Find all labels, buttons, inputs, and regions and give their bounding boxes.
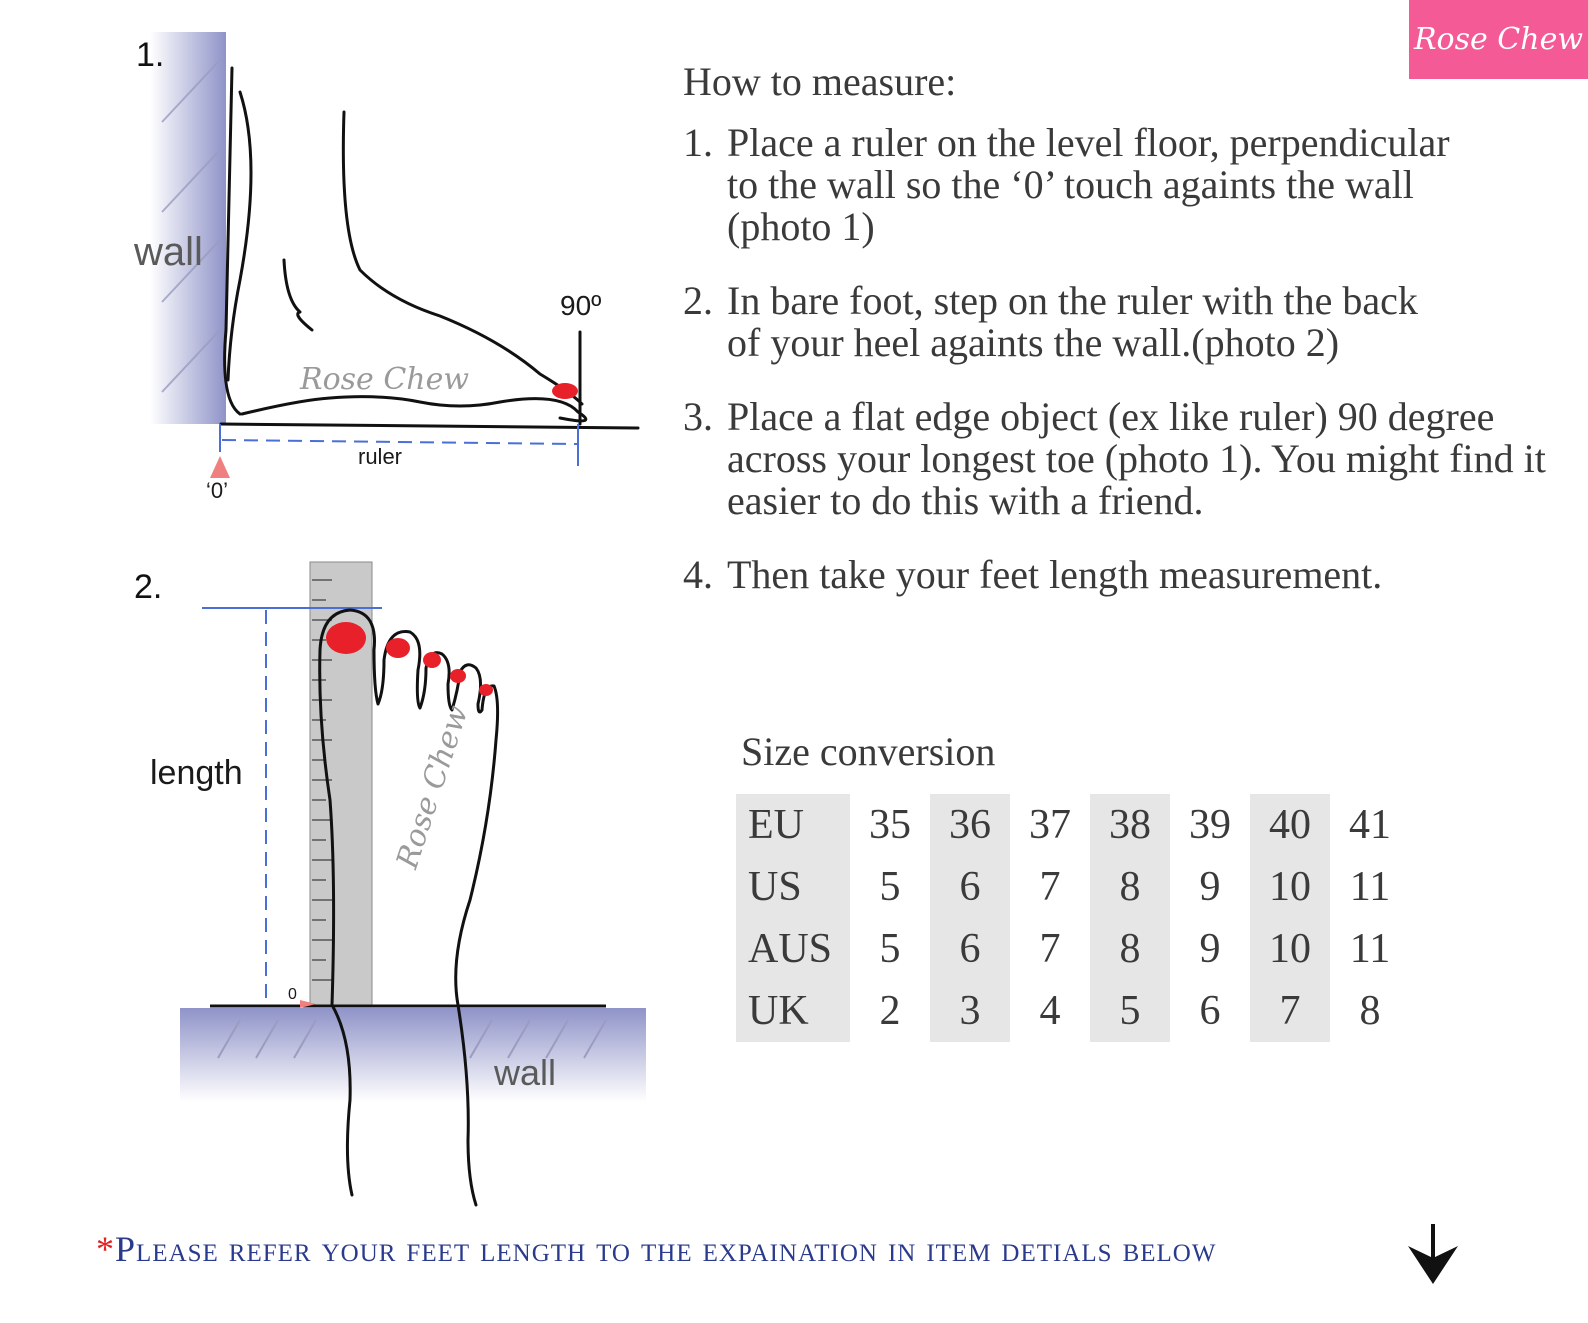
second-toenail <box>386 638 410 658</box>
size-cell: 5 <box>879 926 901 972</box>
figure1-number: 1. <box>136 36 165 74</box>
step-text: Place a flat edge object (ex like ruler)… <box>727 394 1546 523</box>
figure1-ruler-guide <box>219 424 579 466</box>
size-cell: 6 <box>1199 988 1221 1034</box>
size-cell: 11 <box>1349 926 1391 972</box>
howto-step: 3. Place a flat edge object (ex like rul… <box>683 396 1573 522</box>
howto-steps: 1. Place a ruler on the level floor, per… <box>683 122 1573 628</box>
size-cell: 8 <box>1090 918 1170 980</box>
size-cell: 5 <box>879 864 901 910</box>
size-cell: 40 <box>1250 794 1330 856</box>
footer-note-text: Please refer your feet length to the exp… <box>115 1229 1217 1269</box>
row-label: AUS <box>736 918 850 980</box>
size-cell: 41 <box>1349 802 1391 848</box>
big-toenail <box>326 622 366 654</box>
size-cell: 7 <box>1039 926 1061 972</box>
size-cell: 6 <box>930 856 1010 918</box>
figure2-length-label: length <box>150 754 243 792</box>
figure2-wall-label: wall <box>494 1052 557 1093</box>
step-text: Place a ruler on the level floor, perpen… <box>727 120 1450 249</box>
size-cell: 4 <box>1039 988 1061 1034</box>
size-cell: 10 <box>1250 856 1330 918</box>
table-row: UK 2 3 4 5 6 7 8 <box>736 980 1410 1042</box>
figure2-toenails <box>326 622 493 696</box>
howto-step: 1. Place a ruler on the level floor, per… <box>683 122 1573 248</box>
size-cell: 36 <box>930 794 1010 856</box>
table-row: AUS 5 6 7 8 9 10 11 <box>736 918 1410 980</box>
size-cell: 3 <box>930 980 1010 1042</box>
size-cell: 8 <box>1359 988 1381 1034</box>
size-conversion-table: EU 35 36 37 38 39 40 41 US 5 6 7 8 9 10 … <box>736 794 1410 1042</box>
figure2-zero-label: 0 <box>288 986 297 1003</box>
step-number: 2. <box>683 278 713 323</box>
howto-step: 2. In bare foot, step on the ruler with … <box>683 280 1573 364</box>
size-cell: 35 <box>869 802 911 848</box>
table-row: US 5 6 7 8 9 10 11 <box>736 856 1410 918</box>
size-cell: 6 <box>930 918 1010 980</box>
figure1-zero-label: ‘0’ <box>206 478 229 503</box>
size-cell: 9 <box>1199 926 1221 972</box>
arrow-down-icon <box>1408 1224 1458 1284</box>
size-cell: 2 <box>879 988 901 1034</box>
asterisk: * <box>96 1229 115 1269</box>
figure1-toenail <box>552 383 578 399</box>
brand-name: Rose Chew <box>1413 22 1584 57</box>
size-cell: 10 <box>1250 918 1330 980</box>
figure2-number: 2. <box>134 568 163 606</box>
step-number: 3. <box>683 394 713 439</box>
size-cell: 7 <box>1039 864 1061 910</box>
row-label: EU <box>736 794 850 856</box>
size-cell: 7 <box>1250 980 1330 1042</box>
howto-step: 4. Then take your feet length measuremen… <box>683 554 1573 596</box>
figure1-wall <box>150 32 226 424</box>
step-number: 4. <box>683 552 713 597</box>
step-text: Then take your feet length measurement. <box>727 552 1383 597</box>
zero-marker-icon <box>210 456 230 478</box>
size-conversion-title: Size conversion <box>741 729 996 774</box>
row-label: UK <box>736 980 850 1042</box>
figure2-wall <box>180 1004 646 1102</box>
size-cell: 8 <box>1090 856 1170 918</box>
size-cell: 37 <box>1029 802 1071 848</box>
figure1-angle-label: 90º <box>560 290 602 321</box>
measuring-illustrations: 1. wall 90º Rose Chew ruler ‘0’ 2. lengt… <box>0 0 680 1240</box>
third-toenail <box>423 652 441 668</box>
step-number: 1. <box>683 120 713 165</box>
little-toenail <box>479 684 493 696</box>
brand-logo: Rose Chew <box>1409 0 1588 79</box>
table-row: EU 35 36 37 38 39 40 41 <box>736 794 1410 856</box>
size-cell: 9 <box>1199 864 1221 910</box>
size-cell: 5 <box>1090 980 1170 1042</box>
figure1-foot <box>219 66 640 430</box>
size-cell: 39 <box>1189 802 1231 848</box>
fourth-toenail <box>450 669 466 683</box>
row-label: US <box>736 856 850 918</box>
step-text: In bare foot, step on the ruler with the… <box>727 278 1418 365</box>
size-cell: 11 <box>1349 864 1391 910</box>
figure1-watermark: Rose Chew <box>300 362 470 397</box>
footer-note: *Please refer your feet length to the ex… <box>96 1228 1216 1270</box>
figure1-wall-label: wall <box>134 230 203 274</box>
figure1-ruler-label: ruler <box>358 444 403 469</box>
size-cell: 38 <box>1090 794 1170 856</box>
zero-marker-icon <box>300 1000 316 1008</box>
figure2-length-guide <box>202 607 382 1004</box>
howto-title: How to measure: <box>683 59 957 104</box>
measuring-diagram <box>150 32 646 1207</box>
